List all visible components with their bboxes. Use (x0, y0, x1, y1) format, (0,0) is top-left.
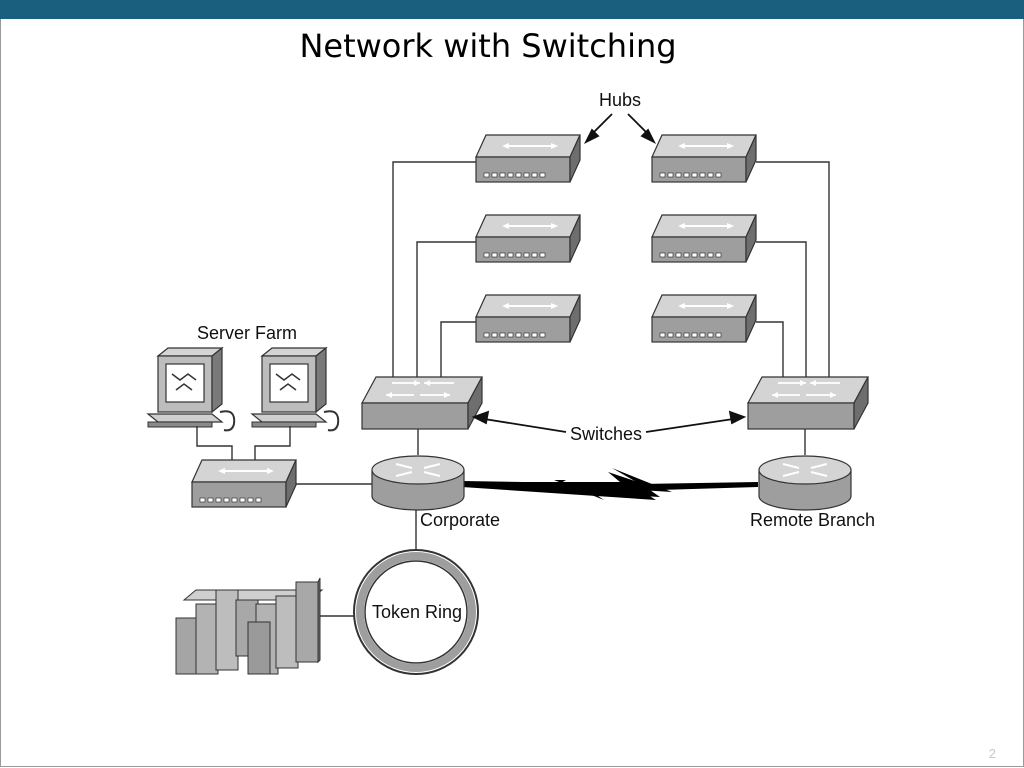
hub-links (392, 161, 830, 378)
label-hubs: Hubs (599, 90, 641, 110)
switch-corporate (361, 376, 483, 430)
label-remote-branch: Remote Branch (750, 510, 875, 530)
hub-bottom-left (475, 294, 581, 343)
hub-server-farm (191, 459, 297, 508)
token-ring (353, 549, 479, 675)
slide-title: Network with Switching (299, 27, 677, 65)
router-remote-branch (758, 455, 852, 511)
switch-remote (747, 376, 869, 430)
hub-top-right (651, 134, 757, 183)
hub-top-left (475, 134, 581, 183)
top-bar (0, 0, 1024, 19)
hub-middle-left (475, 214, 581, 263)
mainframe-icon (175, 577, 324, 675)
page-number: 2 (988, 746, 996, 761)
label-switches: Switches (570, 424, 642, 444)
hub-middle-right (651, 214, 757, 263)
server-workstation-right (251, 347, 340, 432)
router-corporate (371, 455, 465, 511)
label-corporate: Corporate (420, 510, 500, 530)
server-workstation-left (147, 347, 236, 432)
label-server-farm: Server Farm (197, 323, 297, 343)
label-token-ring: Token Ring (372, 602, 462, 622)
hub-bottom-right (651, 294, 757, 343)
